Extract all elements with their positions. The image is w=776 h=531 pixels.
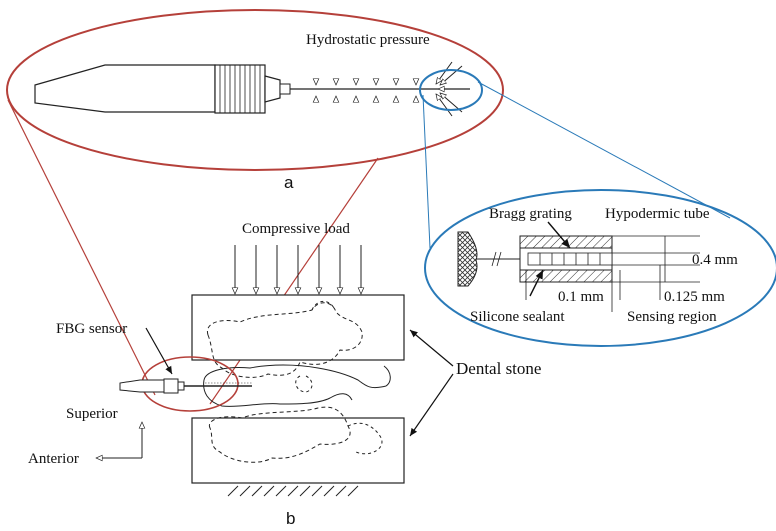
hydrostatic-arrow-columns bbox=[316, 48, 416, 134]
hydrostatic-pressure-label: Hydrostatic pressure bbox=[306, 32, 430, 48]
bragg-grating-label: Bragg grating bbox=[489, 206, 572, 222]
anterior-label: Anterior bbox=[28, 451, 79, 467]
fbg-sensor-label: FBG sensor bbox=[56, 321, 127, 337]
dental-stone-top bbox=[191, 294, 405, 361]
compressive-load-label: Compressive load bbox=[242, 221, 350, 237]
compressive-load-arrows bbox=[235, 245, 361, 294]
dim-0125-label: 0.125 mm bbox=[664, 289, 725, 305]
sensor-tip-detail bbox=[457, 221, 700, 312]
detail-ellipse-small bbox=[419, 69, 483, 111]
sensing-region-label: Sensing region bbox=[627, 309, 717, 325]
blue-zoom-lines bbox=[422, 81, 731, 249]
fbg-sensor-small bbox=[119, 378, 252, 394]
panel-a-label: a bbox=[284, 173, 294, 192]
vertebra-outline bbox=[203, 301, 391, 463]
detail-ellipse-large bbox=[424, 189, 776, 347]
panel-b-label: b bbox=[286, 509, 295, 528]
silicone-sealant-label: Silicone sealant bbox=[470, 309, 565, 325]
hypodermic-tube-label: Hypodermic tube bbox=[605, 206, 710, 222]
dim-04-label: 0.4 mm bbox=[692, 252, 738, 268]
superior-label: Superior bbox=[66, 406, 118, 422]
fbg-sensor-large bbox=[34, 64, 470, 114]
red-zoom-lines bbox=[7, 99, 379, 405]
ground-hatch bbox=[227, 485, 359, 497]
orientation-indicator bbox=[96, 422, 142, 458]
panel-a-ellipse bbox=[6, 9, 504, 171]
dim-01-label: 0.1 mm bbox=[558, 289, 604, 305]
tip-arrows bbox=[436, 61, 468, 117]
dental-stone-bottom bbox=[191, 417, 405, 484]
dental-stone-label: Dental stone bbox=[456, 359, 541, 378]
